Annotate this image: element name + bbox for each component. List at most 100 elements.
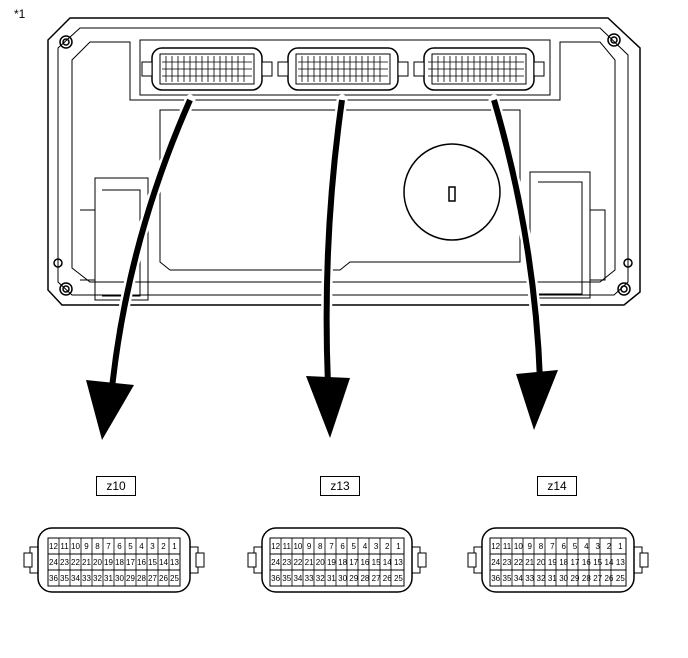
arrow-to-z14 bbox=[488, 94, 558, 430]
z14-pin-34: 34 bbox=[514, 574, 523, 583]
housing-connector-right bbox=[413, 47, 545, 91]
z10-pin-7: 7 bbox=[106, 542, 111, 551]
connector-z14-body bbox=[467, 527, 649, 593]
z13-pin-15: 15 bbox=[372, 558, 381, 567]
z10-pin-30: 30 bbox=[115, 574, 124, 583]
z10-pin-15: 15 bbox=[148, 558, 157, 567]
z13-pin-27: 27 bbox=[372, 574, 381, 583]
z10-pin-16: 16 bbox=[137, 558, 146, 567]
z14-pin-13: 13 bbox=[616, 558, 625, 567]
z10-pin-3: 3 bbox=[150, 542, 155, 551]
z13-pin-23: 23 bbox=[282, 558, 291, 567]
z14-pin-11: 11 bbox=[503, 542, 512, 551]
z10-pin-5: 5 bbox=[128, 542, 133, 551]
z14-pin-19: 19 bbox=[548, 558, 557, 567]
z13-pin-7: 7 bbox=[329, 542, 334, 551]
z14-pin-32: 32 bbox=[537, 574, 546, 583]
z10-pin-6: 6 bbox=[117, 542, 122, 551]
z10-pin-2: 2 bbox=[161, 542, 166, 551]
z13-pin-19: 19 bbox=[327, 558, 336, 567]
z13-pin-14: 14 bbox=[383, 558, 392, 567]
z10-pin-32: 32 bbox=[93, 574, 102, 583]
z10-pin-21: 21 bbox=[82, 558, 91, 567]
z10-pin-27: 27 bbox=[148, 574, 157, 583]
z13-pin-21: 21 bbox=[305, 558, 314, 567]
z14-pin-35: 35 bbox=[503, 574, 512, 583]
z13-pin-25: 25 bbox=[394, 574, 403, 583]
z14-pin-30: 30 bbox=[559, 574, 568, 583]
z14-pin-22: 22 bbox=[514, 558, 523, 567]
z14-pin-21: 21 bbox=[525, 558, 534, 567]
z14-pin-28: 28 bbox=[582, 574, 591, 583]
connector-tag-z14: z14 bbox=[537, 476, 577, 496]
connector-z13-body bbox=[247, 527, 427, 593]
z14-pin-4: 4 bbox=[584, 542, 589, 551]
z14-pin-27: 27 bbox=[593, 574, 602, 583]
z13-pin-29: 29 bbox=[349, 574, 358, 583]
z13-pin-30: 30 bbox=[338, 574, 347, 583]
z10-pin-20: 20 bbox=[93, 558, 102, 567]
z10-pin-33: 33 bbox=[82, 574, 91, 583]
z10-pin-14: 14 bbox=[159, 558, 168, 567]
z13-pin-3: 3 bbox=[374, 542, 379, 551]
z14-pin-16: 16 bbox=[582, 558, 591, 567]
z13-pin-13: 13 bbox=[394, 558, 403, 567]
z13-pin-2: 2 bbox=[385, 542, 390, 551]
z10-pin-10: 10 bbox=[71, 542, 80, 551]
z13-pin-20: 20 bbox=[316, 558, 325, 567]
z13-pin-22: 22 bbox=[293, 558, 302, 567]
z14-pin-24: 24 bbox=[491, 558, 500, 567]
z13-pin-33: 33 bbox=[305, 574, 314, 583]
z10-pin-9: 9 bbox=[84, 542, 89, 551]
z14-pin-8: 8 bbox=[539, 542, 544, 551]
z13-pin-1: 1 bbox=[396, 542, 401, 551]
z10-pin-8: 8 bbox=[95, 542, 100, 551]
connector-z10-body bbox=[23, 527, 205, 593]
z10-pin-36: 36 bbox=[49, 574, 58, 583]
z13-pin-5: 5 bbox=[352, 542, 357, 551]
z10-pin-26: 26 bbox=[159, 574, 168, 583]
z14-pin-12: 12 bbox=[491, 542, 500, 551]
z13-pin-34: 34 bbox=[293, 574, 302, 583]
z14-pin-3: 3 bbox=[595, 542, 600, 551]
z14-pin-23: 23 bbox=[503, 558, 512, 567]
z13-pin-28: 28 bbox=[360, 574, 369, 583]
connector-tag-z10: z10 bbox=[96, 476, 136, 496]
z10-pin-31: 31 bbox=[104, 574, 113, 583]
z13-pin-18: 18 bbox=[338, 558, 347, 567]
z10-pin-12: 12 bbox=[49, 542, 58, 551]
housing-connector-middle bbox=[277, 47, 409, 91]
z13-pin-9: 9 bbox=[307, 542, 312, 551]
z10-pin-13: 13 bbox=[170, 558, 179, 567]
z10-pin-24: 24 bbox=[49, 558, 58, 567]
z13-pin-24: 24 bbox=[271, 558, 280, 567]
z10-pin-22: 22 bbox=[71, 558, 80, 567]
z10-pin-18: 18 bbox=[115, 558, 124, 567]
z14-pin-10: 10 bbox=[514, 542, 523, 551]
z10-pin-29: 29 bbox=[126, 574, 135, 583]
z13-pin-12: 12 bbox=[271, 542, 280, 551]
z14-pin-25: 25 bbox=[616, 574, 625, 583]
z13-pin-6: 6 bbox=[340, 542, 345, 551]
z14-pin-31: 31 bbox=[548, 574, 557, 583]
z14-pin-9: 9 bbox=[527, 542, 532, 551]
z10-pin-35: 35 bbox=[60, 574, 69, 583]
z10-pin-28: 28 bbox=[137, 574, 146, 583]
ecu-housing bbox=[47, 17, 641, 306]
z10-pin-25: 25 bbox=[170, 574, 179, 583]
z10-pin-17: 17 bbox=[126, 558, 135, 567]
z13-pin-10: 10 bbox=[293, 542, 302, 551]
arrow-to-z10 bbox=[86, 94, 196, 440]
z14-pin-36: 36 bbox=[491, 574, 500, 583]
z13-pin-8: 8 bbox=[318, 542, 323, 551]
z14-pin-20: 20 bbox=[537, 558, 546, 567]
housing-connector-left bbox=[141, 47, 273, 91]
z13-pin-32: 32 bbox=[316, 574, 325, 583]
z14-pin-18: 18 bbox=[559, 558, 568, 567]
z13-pin-26: 26 bbox=[383, 574, 392, 583]
z13-pin-16: 16 bbox=[360, 558, 369, 567]
z14-pin-33: 33 bbox=[525, 574, 534, 583]
z10-pin-19: 19 bbox=[104, 558, 113, 567]
